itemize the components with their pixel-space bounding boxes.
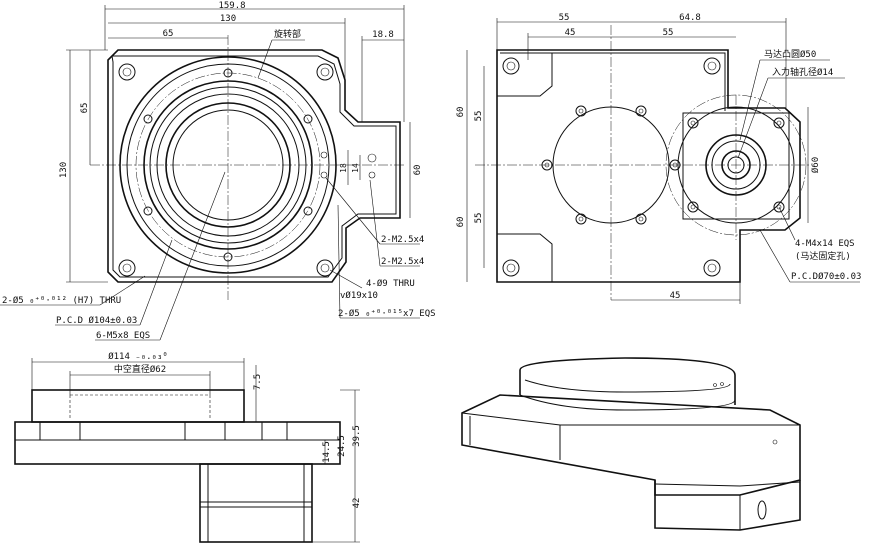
top-right-view: 55 64.8 45 55 60 60 55 55 Ø60 45 马达凸圆Ø50… [456, 13, 861, 304]
callout-motor-boss: 马达凸圆Ø50 [764, 48, 816, 60]
dim-overall-width: 159.8 [218, 1, 245, 11]
dim-bottom-45: 45 [670, 291, 681, 301]
top-left-view: 159.8 130 65 18.8 130 65 60 18 14 旋转部 2-… [0, 1, 436, 341]
dim-motor-dia: Ø60 [810, 157, 821, 173]
callout-thru-9: 4-Ø9 THRU [366, 278, 415, 289]
dim-small-1: 18 [339, 163, 348, 173]
dim-inner-right: 55 [663, 28, 674, 38]
dim-body-width: 130 [220, 14, 236, 24]
dim-flange-height: 60 [413, 165, 423, 176]
callout-cbore: vØ19x10 [340, 290, 378, 301]
dim-14-5: 14.5 [322, 441, 332, 463]
dim-top-dia: Ø114 ₋₀.₀₃⁰ [108, 351, 168, 362]
dim-hollow: 中空直径Ø62 [114, 363, 166, 375]
dim-right: 64.8 [679, 13, 701, 23]
callout-pcd: P.C.D Ø104±0.03 [56, 315, 137, 326]
dim-flange-offset: 18.8 [372, 30, 394, 40]
dim-inner-left: 45 [565, 28, 576, 38]
callout-input-shaft: 入力轴孔径Ø14 [772, 66, 833, 78]
m5-holes [143, 68, 313, 262]
dim-lower-60: 60 [456, 217, 466, 228]
body-outline [107, 49, 401, 283]
rotating-rings [119, 56, 337, 274]
dim-upper-55: 55 [474, 111, 484, 122]
corner-holes [118, 63, 334, 277]
dim-7-5: 7.5 [253, 374, 263, 390]
dim-overall-height: 130 [59, 162, 69, 178]
callout-m4: 4-M4x14 EQS [795, 239, 855, 249]
callout-motor-fix: (马达固定孔) [795, 250, 851, 262]
dim-39-5: 39.5 [352, 425, 362, 447]
callout-m25-b: 2-M2.5x4 [381, 257, 424, 267]
base-outline [496, 49, 801, 283]
callout-pin-eqs: 2-Ø5 ₀⁺⁰·⁰¹⁵x7 EQS [338, 308, 436, 319]
dim-24-5: 24.5 [337, 435, 347, 457]
dim-half-width: 65 [163, 29, 174, 39]
dim-small-2: 14 [351, 163, 360, 173]
dim-half-height: 65 [80, 103, 90, 114]
dim-upper-60: 60 [456, 107, 466, 118]
dim-lower-55: 55 [474, 213, 484, 224]
isometric-view [461, 357, 801, 531]
front-view: Ø114 ₋₀.₀₃⁰ 中空直径Ø62 7.5 39.5 24.5 14.5 4… [14, 351, 362, 543]
dim-left: 55 [559, 13, 570, 23]
callout-m5: 6-M5x8 EQS [96, 331, 150, 341]
callout-pin-h7: 2-Ø5 ₀⁺⁰·⁰¹² (H7) THRU [2, 295, 121, 306]
callout-m25-a: 2-M2.5x4 [381, 235, 424, 245]
callout-pcd70: P.C.DØ70±0.03 [791, 271, 861, 282]
dim-42: 42 [352, 498, 362, 509]
label-rotating-part: 旋转部 [274, 28, 301, 40]
